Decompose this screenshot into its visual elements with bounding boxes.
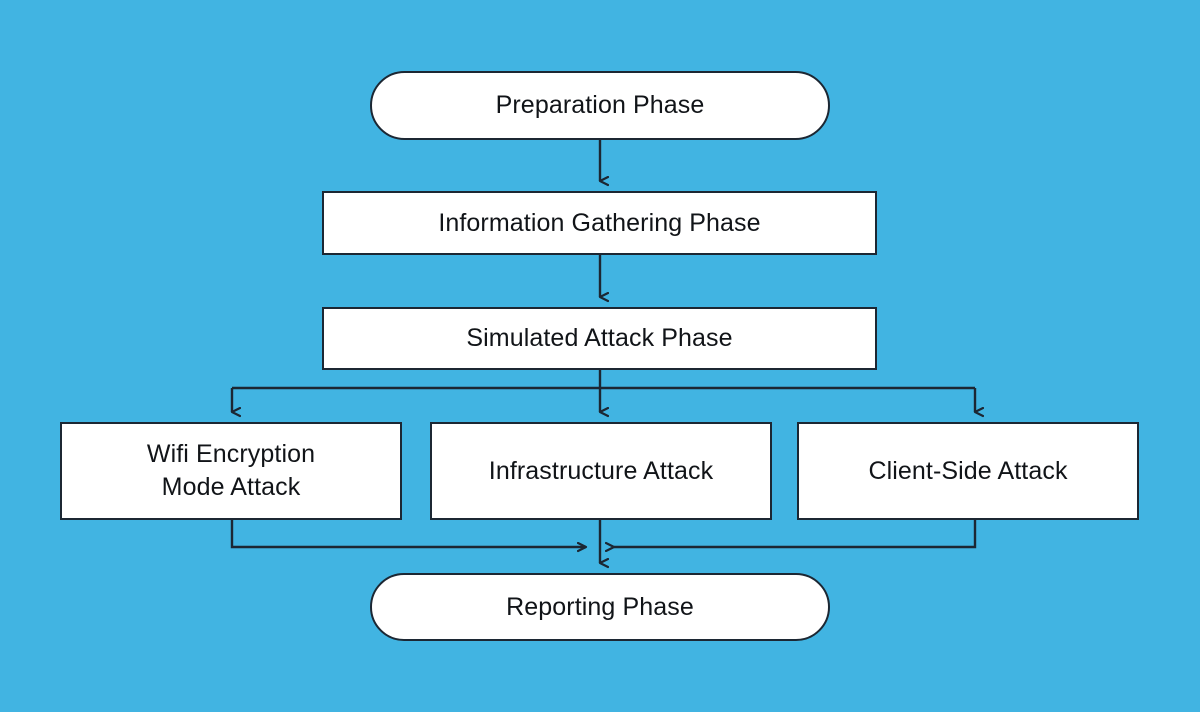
node-client-side-attack-label: Client-Side Attack (868, 456, 1068, 485)
node-preparation-phase-label: Preparation Phase (495, 91, 705, 119)
node-simulated-attack-phase-label: Simulated Attack Phase (466, 324, 733, 352)
node-client-side-attack[interactable]: Client-Side Attack (797, 422, 1139, 520)
node-reporting-phase-label: Reporting Phase (506, 592, 694, 621)
edge-client-to-reporting (614, 520, 977, 547)
node-preparation-phase[interactable]: Preparation Phase (370, 71, 830, 140)
node-wifi-encryption-mode-attack-label: Wifi Encryption Mode Attack (146, 440, 316, 501)
node-information-gathering-phase[interactable]: Information Gathering Phase (322, 191, 877, 255)
node-wifi-encryption-mode-attack[interactable]: Wifi Encryption Mode Attack (60, 422, 402, 520)
node-reporting-phase[interactable]: Reporting Phase (370, 573, 830, 641)
edge-wifi-to-reporting (230, 520, 586, 547)
node-infrastructure-attack[interactable]: Infrastructure Attack (430, 422, 772, 520)
node-infrastructure-attack-label: Infrastructure Attack (488, 456, 714, 485)
node-information-gathering-phase-label: Information Gathering Phase (438, 208, 761, 237)
node-simulated-attack-phase[interactable]: Simulated Attack Phase (322, 307, 877, 370)
